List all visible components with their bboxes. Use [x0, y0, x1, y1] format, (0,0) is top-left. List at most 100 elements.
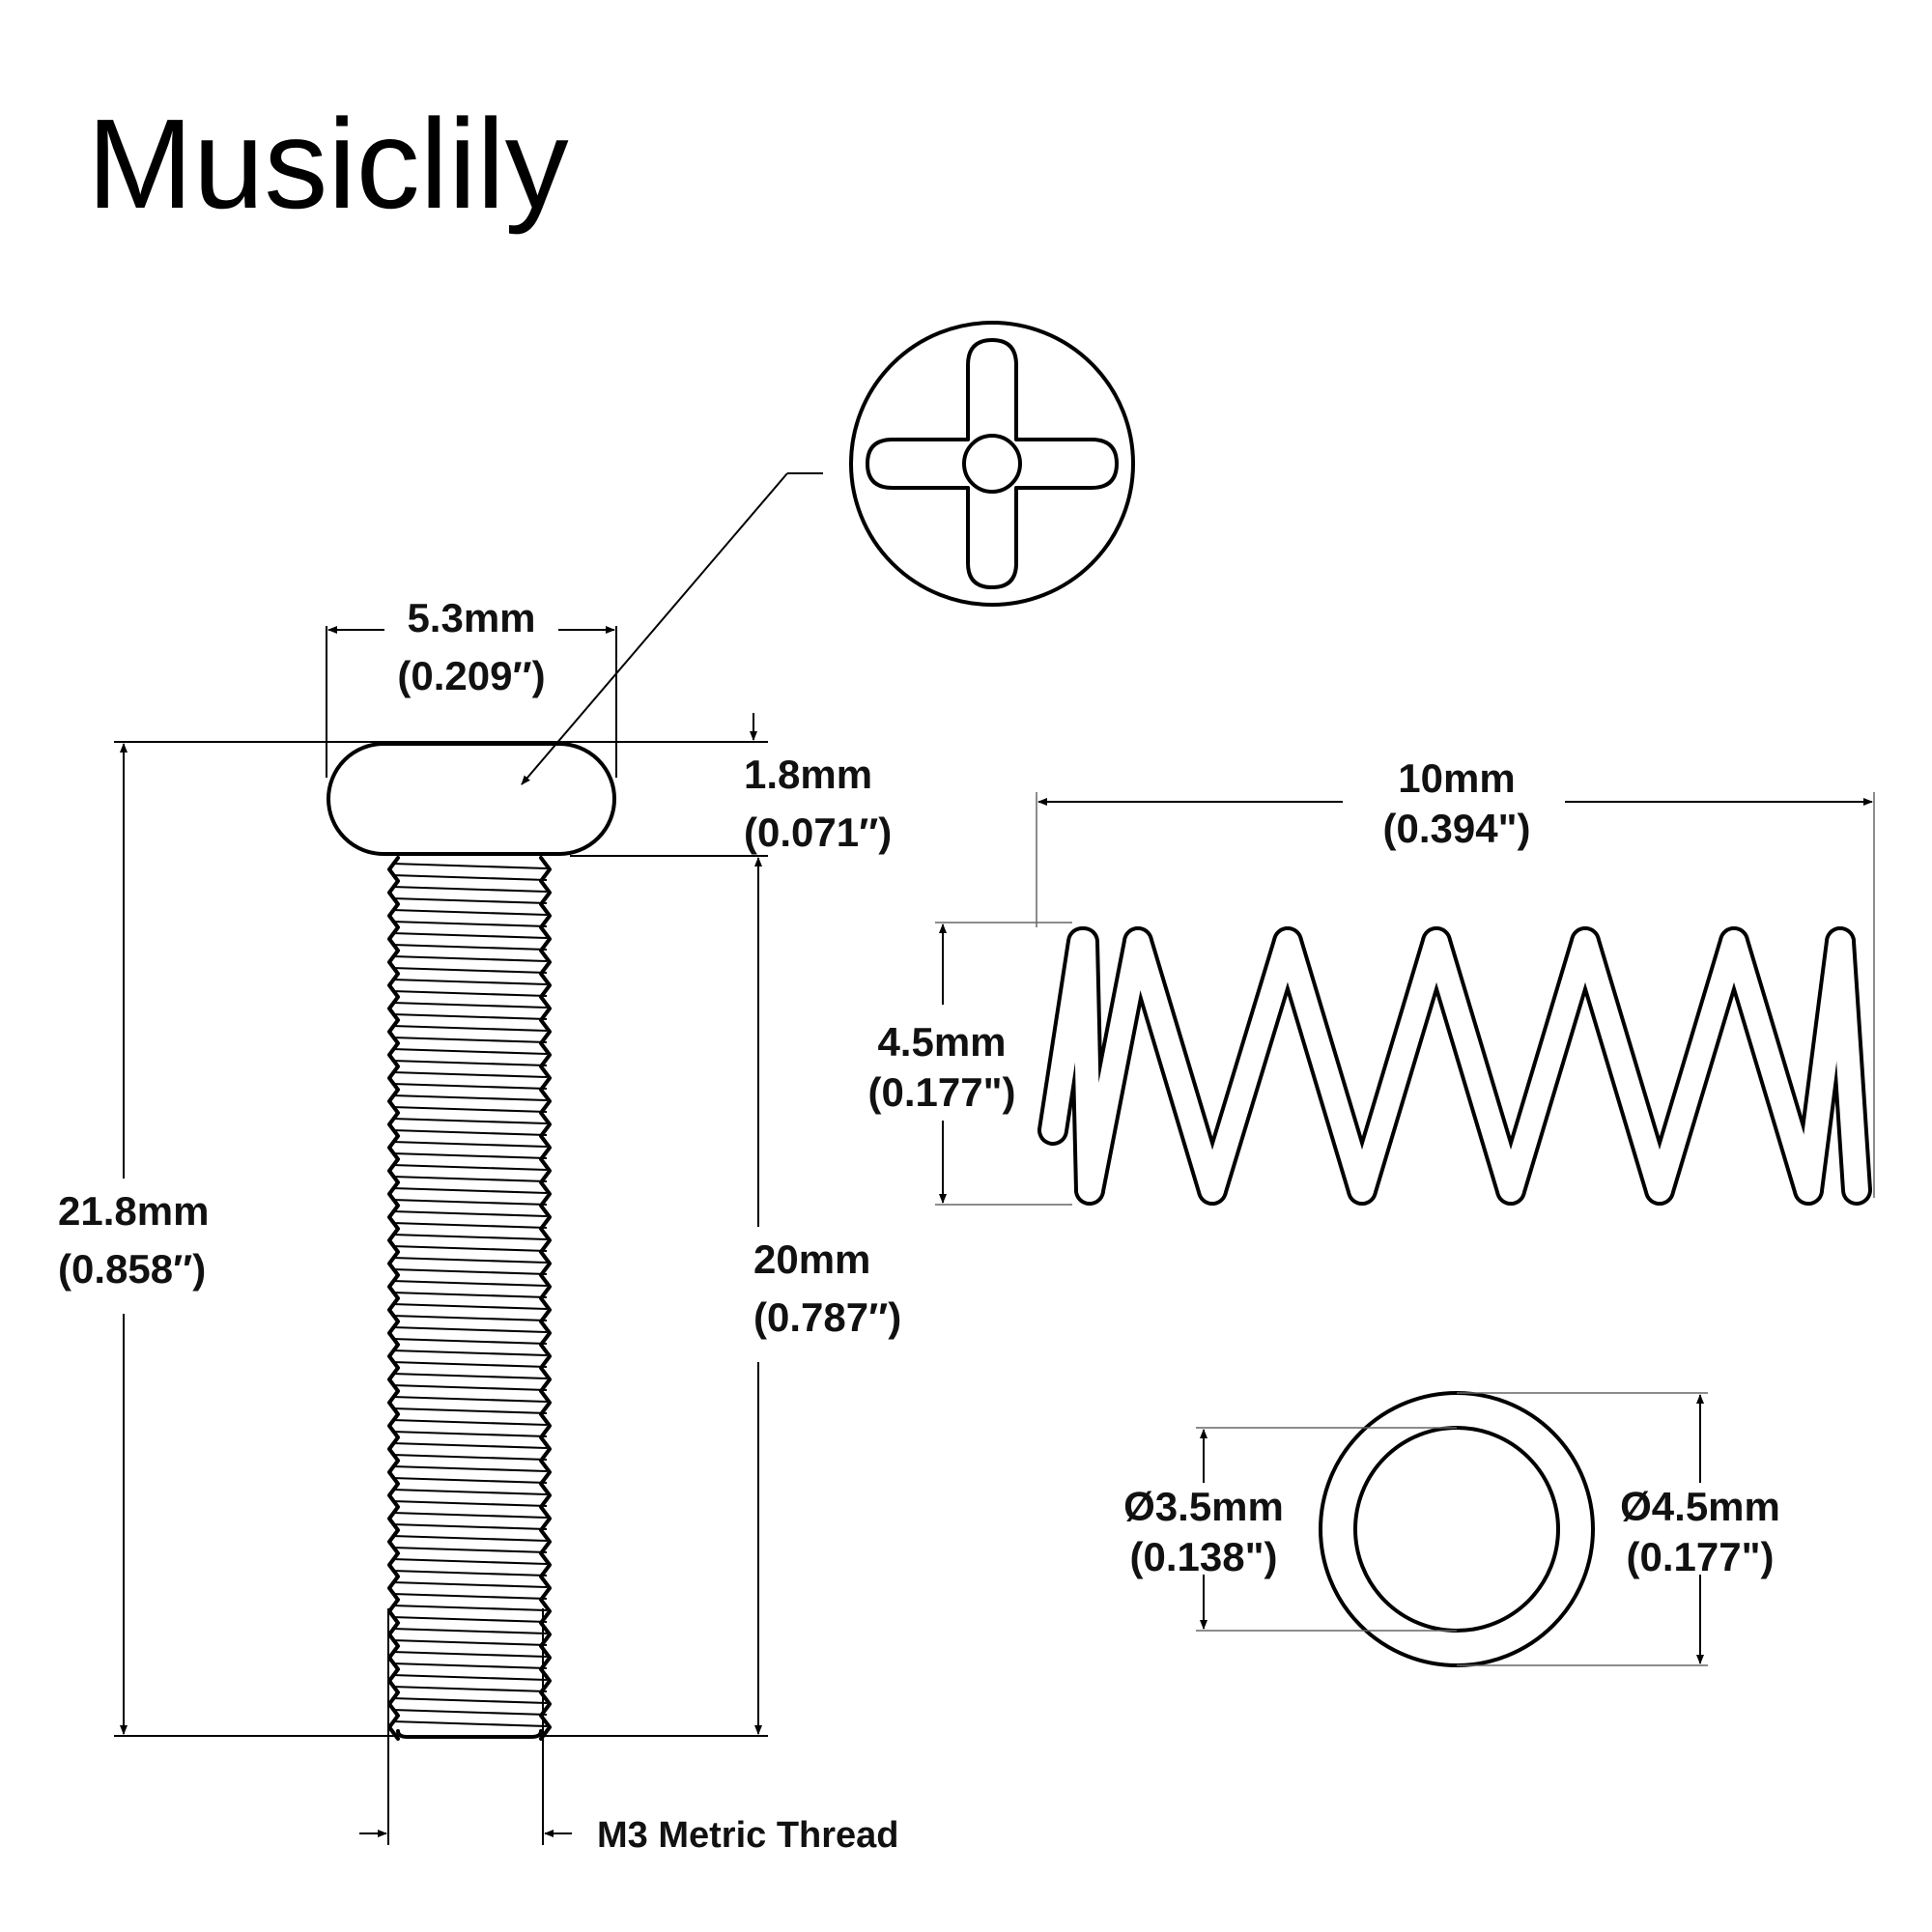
- screw-side-view: [327, 742, 616, 1741]
- inner-diameter-dimension: [1196, 1427, 1457, 1632]
- thread-ridge: [391, 1628, 548, 1634]
- thread-ridge: [391, 1361, 548, 1368]
- head-leader-line: [521, 472, 823, 785]
- thread-edge-right: [539, 856, 552, 1741]
- thread-ridge: [391, 1581, 548, 1588]
- thread-tip: [396, 1729, 543, 1739]
- thread-ridge: [391, 1350, 548, 1356]
- spring-coil-fill: [1499, 930, 1597, 1202]
- thread-ridge: [391, 1396, 548, 1403]
- thread-ridge: [391, 886, 548, 893]
- thread-ridge: [391, 1720, 548, 1727]
- brand-title: Musiclily: [87, 93, 569, 235]
- spring-coil-fill: [1201, 930, 1299, 1202]
- thread-ridge: [391, 1141, 548, 1148]
- thread-ridge: [391, 1187, 548, 1194]
- thread-ridge: [391, 1535, 548, 1542]
- thread-ridge: [391, 1268, 548, 1275]
- thread-label: M3 Metric Thread: [597, 1815, 899, 1856]
- spring-length-mm: 10mm: [1398, 755, 1515, 801]
- thread-ridge: [391, 1326, 548, 1333]
- total-length-in: (0.858″): [58, 1246, 206, 1292]
- compression-spring: [1037, 926, 1872, 1206]
- thread-ridge: [391, 1489, 548, 1495]
- spring-coil-fill: [1126, 930, 1224, 1202]
- thread-diameter-dimension: [359, 1608, 572, 1845]
- spring-end-view: [1319, 1391, 1595, 1667]
- total-length-dimension: [114, 741, 471, 1737]
- outer-diameter-dimension: [1457, 1392, 1708, 1666]
- thread-ridge: [391, 1129, 548, 1136]
- thread-ridge: [391, 1060, 548, 1066]
- spring-coil-fill: [1425, 930, 1522, 1202]
- thread-ridge: [391, 1384, 548, 1391]
- thread-ridge: [391, 1222, 548, 1229]
- thread-ridge: [391, 967, 548, 974]
- total-length-mm: 21.8mm: [58, 1188, 209, 1234]
- screw-head: [327, 742, 616, 856]
- thread-length-in: (0.787″): [753, 1294, 901, 1340]
- thread-ridge: [391, 1303, 548, 1310]
- thread-ridge: [391, 1523, 548, 1530]
- thread-ridge: [391, 1570, 548, 1577]
- thread-ridge: [391, 863, 548, 869]
- thread-ridge: [391, 979, 548, 985]
- thread-ridge: [391, 1558, 548, 1565]
- spring-coil-fill: [1078, 930, 1150, 1202]
- thread-ridge: [391, 1477, 548, 1484]
- screw-threads: [387, 856, 552, 1741]
- thread-ridge: [391, 1002, 548, 1009]
- thread-ridge: [391, 921, 548, 927]
- thread-ridge: [391, 1593, 548, 1600]
- inner-diameter-in: (0.138"): [1130, 1534, 1278, 1579]
- thread-ridge: [391, 1210, 548, 1217]
- thread-ridge: [391, 1686, 548, 1692]
- spring-coil-fill: [1722, 930, 1820, 1202]
- thread-ridge: [391, 1674, 548, 1681]
- thread-ridge: [391, 909, 548, 916]
- thread-ridge: [391, 1639, 548, 1646]
- thread-ridge: [391, 1547, 548, 1553]
- spring-diameter-mm: 4.5mm: [877, 1019, 1006, 1065]
- thread-ridge: [391, 1315, 548, 1321]
- spring-diameter-in: (0.177"): [868, 1069, 1016, 1115]
- thread-ridge: [391, 1697, 548, 1704]
- thread-ridge: [391, 1605, 548, 1611]
- thread-ridge: [391, 1094, 548, 1101]
- thread-ridge: [391, 944, 548, 951]
- thread-ridge: [391, 1234, 548, 1240]
- thread-ridge: [391, 1245, 548, 1252]
- spring-coil-fill: [1648, 930, 1746, 1202]
- thread-ridge: [391, 1419, 548, 1426]
- thread-length-mm: 20mm: [753, 1236, 870, 1282]
- thread-ridge: [391, 1037, 548, 1043]
- head-height-dimension: [471, 713, 768, 857]
- head-width-in: (0.209″): [397, 653, 545, 698]
- thread-ridge: [391, 1465, 548, 1472]
- thread-length-dimension: [539, 857, 768, 1737]
- thread-ridge: [391, 1709, 548, 1716]
- spring-coil-fill: [1276, 930, 1374, 1202]
- thread-ridge: [391, 1280, 548, 1287]
- screw-head-top-view: [849, 321, 1135, 607]
- thread-ridge: [391, 990, 548, 997]
- thread-ridge: [391, 1373, 548, 1379]
- thread-ridge: [391, 1199, 548, 1206]
- thread-ridge: [391, 1512, 548, 1519]
- thread-ridge: [391, 1257, 548, 1264]
- thread-ridge: [391, 1013, 548, 1020]
- thread-ridge: [391, 1164, 548, 1171]
- thread-ridge: [391, 1500, 548, 1507]
- thread-ridge: [391, 1431, 548, 1437]
- thread-ridge: [391, 874, 548, 881]
- head-width-dimension: [326, 626, 617, 778]
- head-height-mm: 1.8mm: [744, 752, 872, 797]
- thread-ridge: [391, 1048, 548, 1055]
- thread-ridge: [391, 1176, 548, 1182]
- thread-ridge: [391, 955, 548, 962]
- thread-ridge: [391, 1118, 548, 1124]
- thread-ridge: [391, 1152, 548, 1159]
- thread-ridge: [391, 897, 548, 904]
- thread-ridge: [391, 932, 548, 939]
